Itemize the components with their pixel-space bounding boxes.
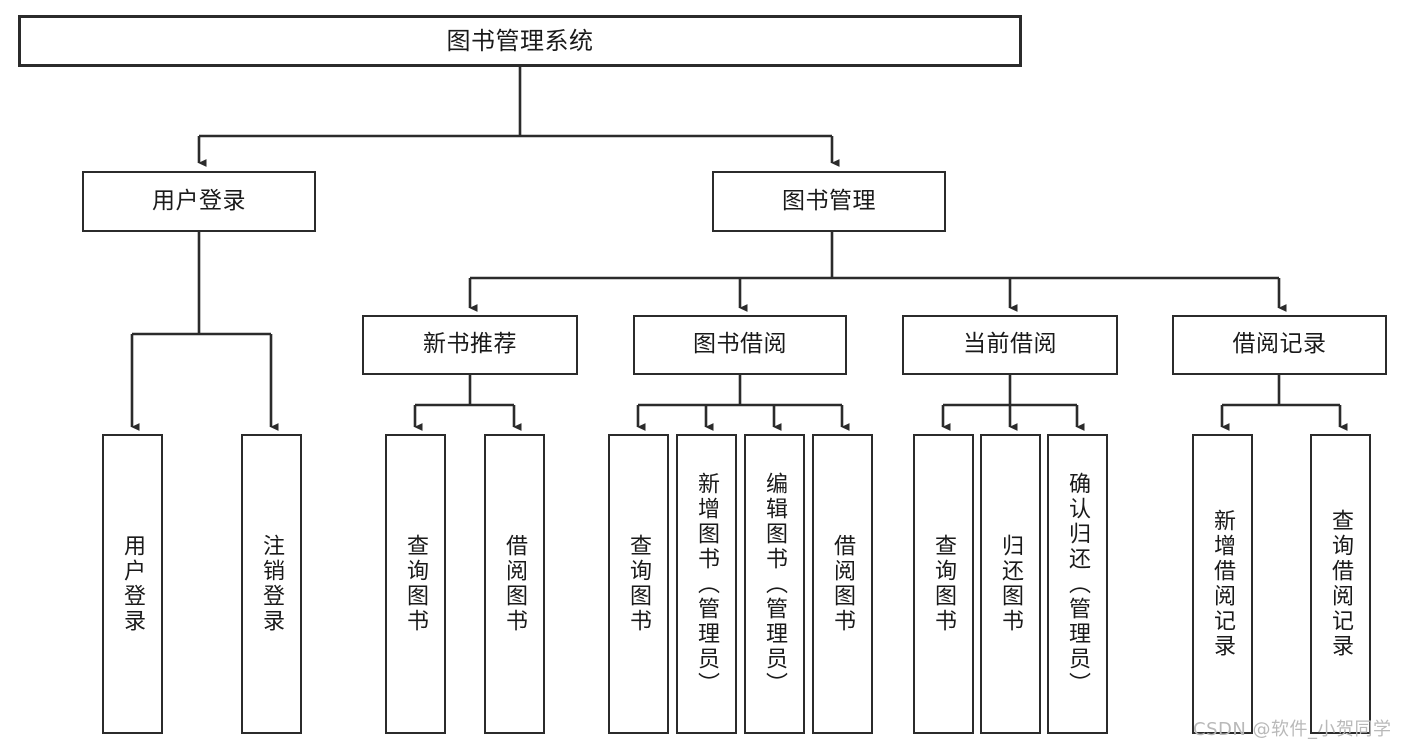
node-leaf-return-books[interactable]: 归还图书 xyxy=(980,434,1041,734)
node-label: 用户登录 xyxy=(120,534,146,634)
node-label: 图书管理 xyxy=(782,187,876,214)
node-book-borrowing[interactable]: 图书借阅 xyxy=(633,315,847,375)
node-leaf-query-books-current[interactable]: 查询图书 xyxy=(913,434,974,734)
node-book-management[interactable]: 图书管理 xyxy=(712,171,946,232)
node-label: 借阅记录 xyxy=(1232,331,1327,358)
node-label: 查询图书 xyxy=(403,534,429,634)
node-current-borrowing[interactable]: 当前借阅 xyxy=(902,315,1118,375)
node-root-library-management-system[interactable]: 图书管理系统 xyxy=(18,15,1022,67)
node-label: 当前借阅 xyxy=(963,331,1057,358)
csdn-watermark: CSDN @软件_小贺同学 xyxy=(1193,719,1392,740)
node-label: 注销登录 xyxy=(259,534,285,634)
node-label: 编辑图书（管理员） xyxy=(762,471,788,697)
node-leaf-query-books-recommend[interactable]: 查询图书 xyxy=(385,434,446,734)
node-label: 新增借阅记录 xyxy=(1210,509,1236,659)
node-leaf-borrow-books[interactable]: 借阅图书 xyxy=(812,434,873,734)
node-label: 确认归还（管理员） xyxy=(1065,471,1091,697)
node-leaf-query-borrow-record[interactable]: 查询借阅记录 xyxy=(1310,434,1371,734)
node-label: 归还图书 xyxy=(998,534,1024,634)
node-label: 查询借阅记录 xyxy=(1328,509,1354,659)
node-label: 用户登录 xyxy=(152,187,246,214)
node-label: 查询图书 xyxy=(931,534,957,634)
node-label: 新增图书（管理员） xyxy=(694,471,720,697)
node-leaf-borrow-books-recommend[interactable]: 借阅图书 xyxy=(484,434,545,734)
node-leaf-logout[interactable]: 注销登录 xyxy=(241,434,302,734)
node-leaf-add-borrow-record[interactable]: 新增借阅记录 xyxy=(1192,434,1253,734)
node-label: 图书管理系统 xyxy=(446,26,594,55)
node-leaf-edit-book-admin[interactable]: 编辑图书（管理员） xyxy=(744,434,805,734)
node-label: 查询图书 xyxy=(626,534,652,634)
node-leaf-query-books-borrow[interactable]: 查询图书 xyxy=(608,434,669,734)
node-leaf-user-login[interactable]: 用户登录 xyxy=(102,434,163,734)
node-user-login[interactable]: 用户登录 xyxy=(82,171,316,232)
node-leaf-add-book-admin[interactable]: 新增图书（管理员） xyxy=(676,434,737,734)
node-borrowing-records[interactable]: 借阅记录 xyxy=(1172,315,1387,375)
node-label: 借阅图书 xyxy=(502,534,528,634)
node-label: 新书推荐 xyxy=(423,331,517,358)
node-label: 借阅图书 xyxy=(830,534,856,634)
node-label: 图书借阅 xyxy=(693,331,787,358)
node-leaf-confirm-return-admin[interactable]: 确认归还（管理员） xyxy=(1047,434,1108,734)
node-new-book-recommendation[interactable]: 新书推荐 xyxy=(362,315,578,375)
